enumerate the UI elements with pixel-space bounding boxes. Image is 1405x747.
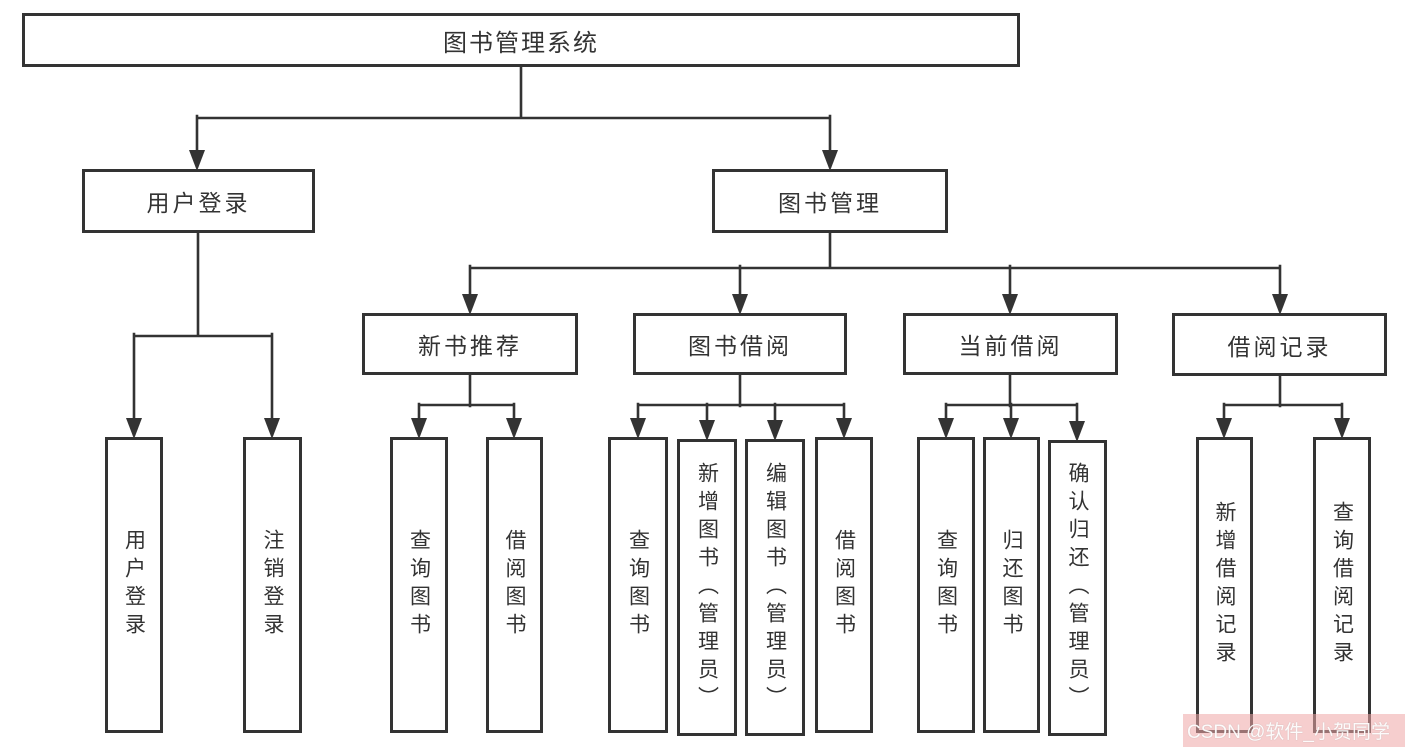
node-label: 用户登录: [146, 190, 251, 216]
leaf-borrow-books-recommend: 借阅图书: [486, 437, 543, 733]
arrowhead: [938, 418, 954, 439]
leaf-query-borrow-record: 查询借阅记录: [1313, 437, 1371, 733]
node-library-management-system: 图书管理系统: [22, 13, 1020, 67]
arrowhead: [1002, 294, 1018, 315]
arrowhead: [189, 150, 205, 171]
node-label: 借阅记录: [1227, 333, 1332, 360]
node-new-book-recommend: 新书推荐: [362, 313, 578, 375]
arrowhead: [462, 294, 478, 315]
leaf-label: 新增借阅记录: [1213, 501, 1236, 669]
leaf-label: 借阅图书: [832, 529, 856, 641]
arrowhead: [1216, 418, 1232, 439]
node-book-borrow: 图书借阅: [633, 313, 847, 375]
connector-shafts: [132, 65, 1344, 422]
leaf-logout: 注销登录: [243, 437, 302, 733]
node-current-borrow: 当前借阅: [903, 313, 1118, 375]
arrowhead: [1069, 421, 1085, 442]
node-label: 图书管理: [778, 190, 882, 216]
arrowhead: [1272, 294, 1288, 315]
arrowhead: [732, 294, 748, 315]
leaf-confirm-return-admin: 确认归还（管理员）: [1048, 440, 1107, 736]
arrowhead: [822, 150, 838, 171]
arrowhead: [126, 418, 142, 439]
leaf-label: 归还图书: [1000, 529, 1023, 641]
arrowhead: [1003, 418, 1019, 439]
leaf-label: 查询图书: [626, 529, 650, 641]
node-user-login: 用户登录: [82, 169, 315, 233]
leaf-label: 查询图书: [934, 529, 958, 641]
leaf-query-books-recommend: 查询图书: [390, 437, 448, 733]
node-book-management: 图书管理: [712, 169, 948, 233]
leaf-label: 查询借阅记录: [1330, 501, 1354, 669]
leaf-edit-books-admin: 编辑图书（管理员）: [745, 439, 805, 736]
leaf-label: 借阅图书: [503, 529, 526, 641]
arrowhead: [767, 420, 783, 441]
arrowhead: [411, 418, 427, 439]
leaf-add-borrow-record: 新增借阅记录: [1196, 437, 1253, 733]
leaf-label: 确认归还（管理员）: [1066, 462, 1089, 714]
leaf-borrow-books: 借阅图书: [815, 437, 873, 733]
leaf-label: 新增图书（管理员）: [695, 461, 719, 714]
leaf-label: 编辑图书（管理员）: [763, 461, 787, 714]
node-borrow-records: 借阅记录: [1172, 313, 1387, 376]
node-label: 新书推荐: [418, 333, 522, 359]
leaf-label: 注销登录: [261, 529, 284, 641]
node-label: 当前借阅: [958, 333, 1063, 359]
leaf-user-login: 用户登录: [105, 437, 163, 733]
leaf-label: 查询图书: [407, 529, 431, 641]
arrowhead: [264, 418, 280, 439]
leaf-label: 用户登录: [122, 529, 146, 641]
leaf-add-books-admin: 新增图书（管理员）: [677, 439, 737, 736]
node-label: 图书借阅: [688, 333, 792, 359]
arrowhead: [506, 418, 522, 439]
leaf-query-books-current: 查询图书: [917, 437, 975, 733]
leaf-return-books: 归还图书: [983, 437, 1040, 733]
arrowhead: [630, 418, 646, 439]
node-label: 图书管理系统: [443, 29, 599, 57]
arrowhead: [1334, 418, 1350, 439]
leaf-query-books-borrow: 查询图书: [608, 437, 668, 733]
arrowhead: [699, 420, 715, 441]
arrowhead: [836, 418, 852, 439]
